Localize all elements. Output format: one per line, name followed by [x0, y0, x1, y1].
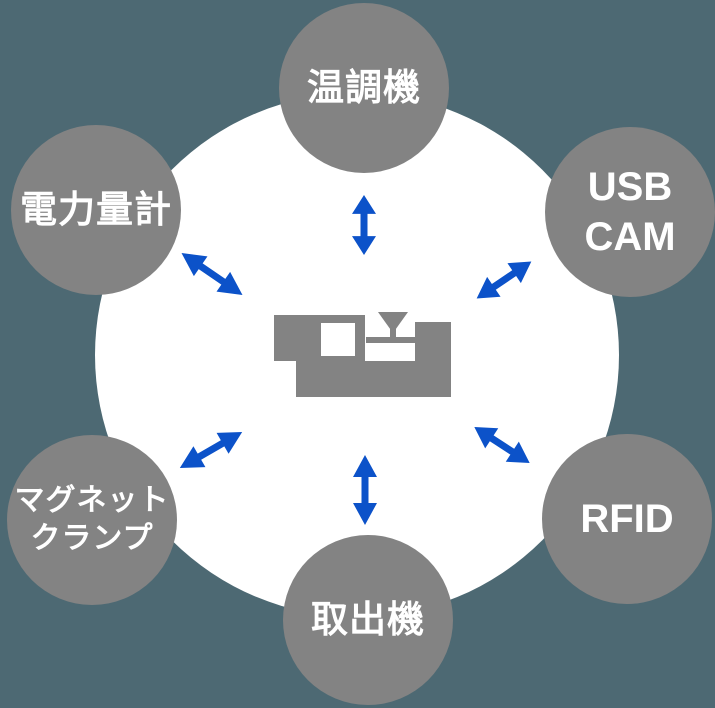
node-take-out-robot-label: 取出機	[311, 598, 425, 640]
node-magnet-clamp-label-line2: クランプ	[30, 522, 154, 555]
node-rfid: RFID	[542, 434, 712, 604]
node-usb-cam: USB CAM	[545, 127, 715, 297]
node-rfid-label: RFID	[580, 497, 674, 541]
node-power-meter: 電力量計	[11, 125, 181, 295]
double-arrow-icon-center-magnet-clamp	[179, 432, 243, 468]
node-power-meter-label: 電力量計	[20, 188, 172, 230]
node-temp-controller: 温調機	[279, 3, 449, 173]
node-magnet-clamp-label: マグネットクランプ	[15, 482, 170, 559]
node-temp-controller-label: 温調機	[307, 66, 421, 108]
node-usb-cam-label: USB CAM	[584, 165, 676, 259]
double-arrow-icon-center-rfid	[474, 427, 530, 463]
double-arrow-icon-center-temp-controller	[352, 195, 376, 255]
node-magnet-clamp: マグネットクランプ	[7, 435, 177, 605]
node-take-out-robot: 取出機	[283, 535, 453, 705]
double-arrow-icon-center-usb-cam	[476, 261, 532, 299]
double-arrow-icon-center-take-out-robot	[353, 455, 377, 525]
double-arrow-icon-center-power-meter	[181, 253, 243, 295]
node-magnet-clamp-label-line1: マグネット	[14, 483, 170, 517]
injection-molding-machine-icon	[274, 312, 451, 397]
